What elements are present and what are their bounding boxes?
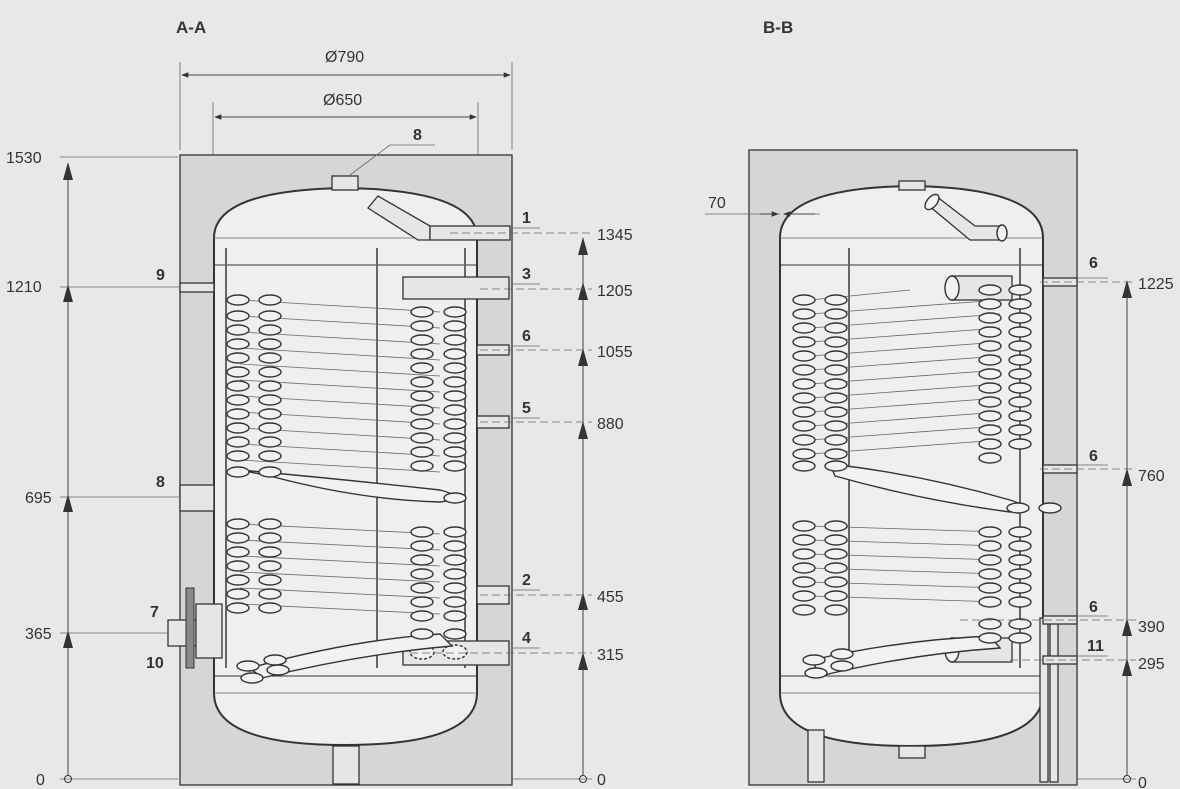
leg-right-1 xyxy=(1039,617,1049,783)
label-8-side: 8 xyxy=(156,474,165,491)
label-5: 5 xyxy=(522,400,531,417)
label-9: 9 xyxy=(156,267,165,284)
height-880: 880 xyxy=(597,416,624,433)
outer-diameter-label: Ø790 xyxy=(325,49,364,66)
view-title-a-a: A-A xyxy=(176,18,206,37)
flange-bolts xyxy=(185,587,195,669)
top-nozzle-b xyxy=(898,180,926,191)
connection-9-pipe xyxy=(179,282,215,293)
bottom-drain-b xyxy=(898,745,926,759)
height-455: 455 xyxy=(597,589,624,606)
label-6-b3: 6 xyxy=(1089,599,1098,616)
label-10: 10 xyxy=(146,655,164,672)
height-390: 390 xyxy=(1138,619,1165,636)
bottom-drain-a xyxy=(332,745,360,785)
height-0-mid: 0 xyxy=(597,772,606,789)
height-1205: 1205 xyxy=(597,283,633,300)
height-0-right: 0 xyxy=(1138,775,1147,789)
label-1: 1 xyxy=(522,210,531,227)
flange-10 xyxy=(195,603,223,659)
upper-coil-a xyxy=(226,294,467,504)
connection-3-pipe xyxy=(402,276,510,300)
height-365: 365 xyxy=(25,626,52,643)
inner-diameter-label: Ø650 xyxy=(323,92,362,109)
lower-coil-a xyxy=(226,518,467,684)
label-3: 3 xyxy=(522,266,531,283)
height-1225: 1225 xyxy=(1138,276,1174,293)
lower-coil-b xyxy=(792,520,1032,679)
view-title-b-b: B-B xyxy=(763,18,793,37)
height-695: 695 xyxy=(25,490,52,507)
height-1210: 1210 xyxy=(6,279,42,296)
height-0-left: 0 xyxy=(36,772,45,789)
leg-right-2 xyxy=(1049,617,1059,783)
height-1055: 1055 xyxy=(597,344,633,361)
upper-coil-b xyxy=(792,284,1062,514)
height-295: 295 xyxy=(1138,656,1165,673)
height-1345: 1345 xyxy=(597,227,633,244)
top-nozzle-a xyxy=(331,175,359,191)
view-a-a: A-A Ø790 Ø650 xyxy=(6,18,633,789)
inset-70-label: 70 xyxy=(708,195,726,212)
label-7: 7 xyxy=(150,604,159,621)
label-6-b1: 6 xyxy=(1089,255,1098,272)
height-1530: 1530 xyxy=(6,150,42,167)
height-315: 315 xyxy=(597,647,624,664)
leg-left xyxy=(807,729,825,783)
label-11: 11 xyxy=(1087,638,1104,655)
view-b-b: B-B xyxy=(705,18,1174,789)
label-8-top: 8 xyxy=(413,127,422,144)
connection-8-side-pipe xyxy=(179,484,215,512)
label-6-a: 6 xyxy=(522,328,531,345)
label-4: 4 xyxy=(522,630,531,647)
height-760: 760 xyxy=(1138,468,1165,485)
label-2: 2 xyxy=(522,572,531,589)
label-6-b2: 6 xyxy=(1089,448,1098,465)
